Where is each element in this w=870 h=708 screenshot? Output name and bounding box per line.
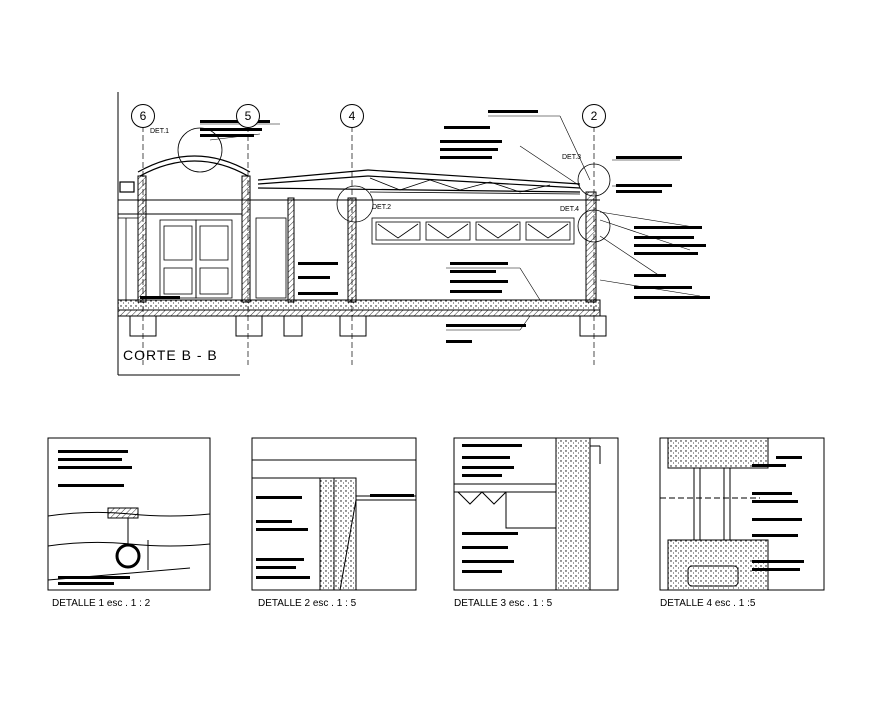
roof-truss: [369, 177, 581, 195]
detail-2-drawing: [252, 459, 416, 591]
detail-4-notes: [752, 456, 804, 571]
detail-3-drawing: [454, 437, 601, 591]
floor-slab: [117, 299, 607, 337]
detail-marker-4: DET.4: [560, 206, 580, 213]
detail-1-caption: DETALLE 1 esc . 1 : 2: [52, 598, 151, 609]
detail-3-caption: DETALLE 3 esc . 1 : 5: [454, 598, 553, 609]
axis-marker-5: 5: [236, 104, 260, 128]
detail-1-notes: [58, 450, 132, 585]
detail-4-drawing: [660, 437, 769, 591]
detail-marker-2: DET.2: [372, 204, 392, 211]
detail-marker-1: DET.1: [150, 128, 170, 135]
doors: [118, 217, 287, 300]
detail-4-caption: DETALLE 4 esc . 1 :5: [660, 598, 756, 609]
detail-marker-3: DET.3: [562, 154, 582, 161]
annotation-text-bars: [140, 110, 710, 343]
section-frame: [117, 92, 240, 376]
clerestory-windows: [371, 217, 575, 245]
detail-1-drawing: [47, 507, 211, 581]
axis-marker-4: 4: [340, 104, 364, 128]
detail-2-caption: DETALLE 2 esc . 1 : 5: [258, 598, 357, 609]
axis-marker-6: 6: [131, 104, 155, 128]
detail-2-notes: [256, 494, 414, 579]
walls: [118, 175, 600, 303]
section-title: CORTE B - B: [123, 347, 218, 363]
axis-marker-2: 2: [582, 104, 606, 128]
detail-3-notes: [462, 444, 522, 573]
